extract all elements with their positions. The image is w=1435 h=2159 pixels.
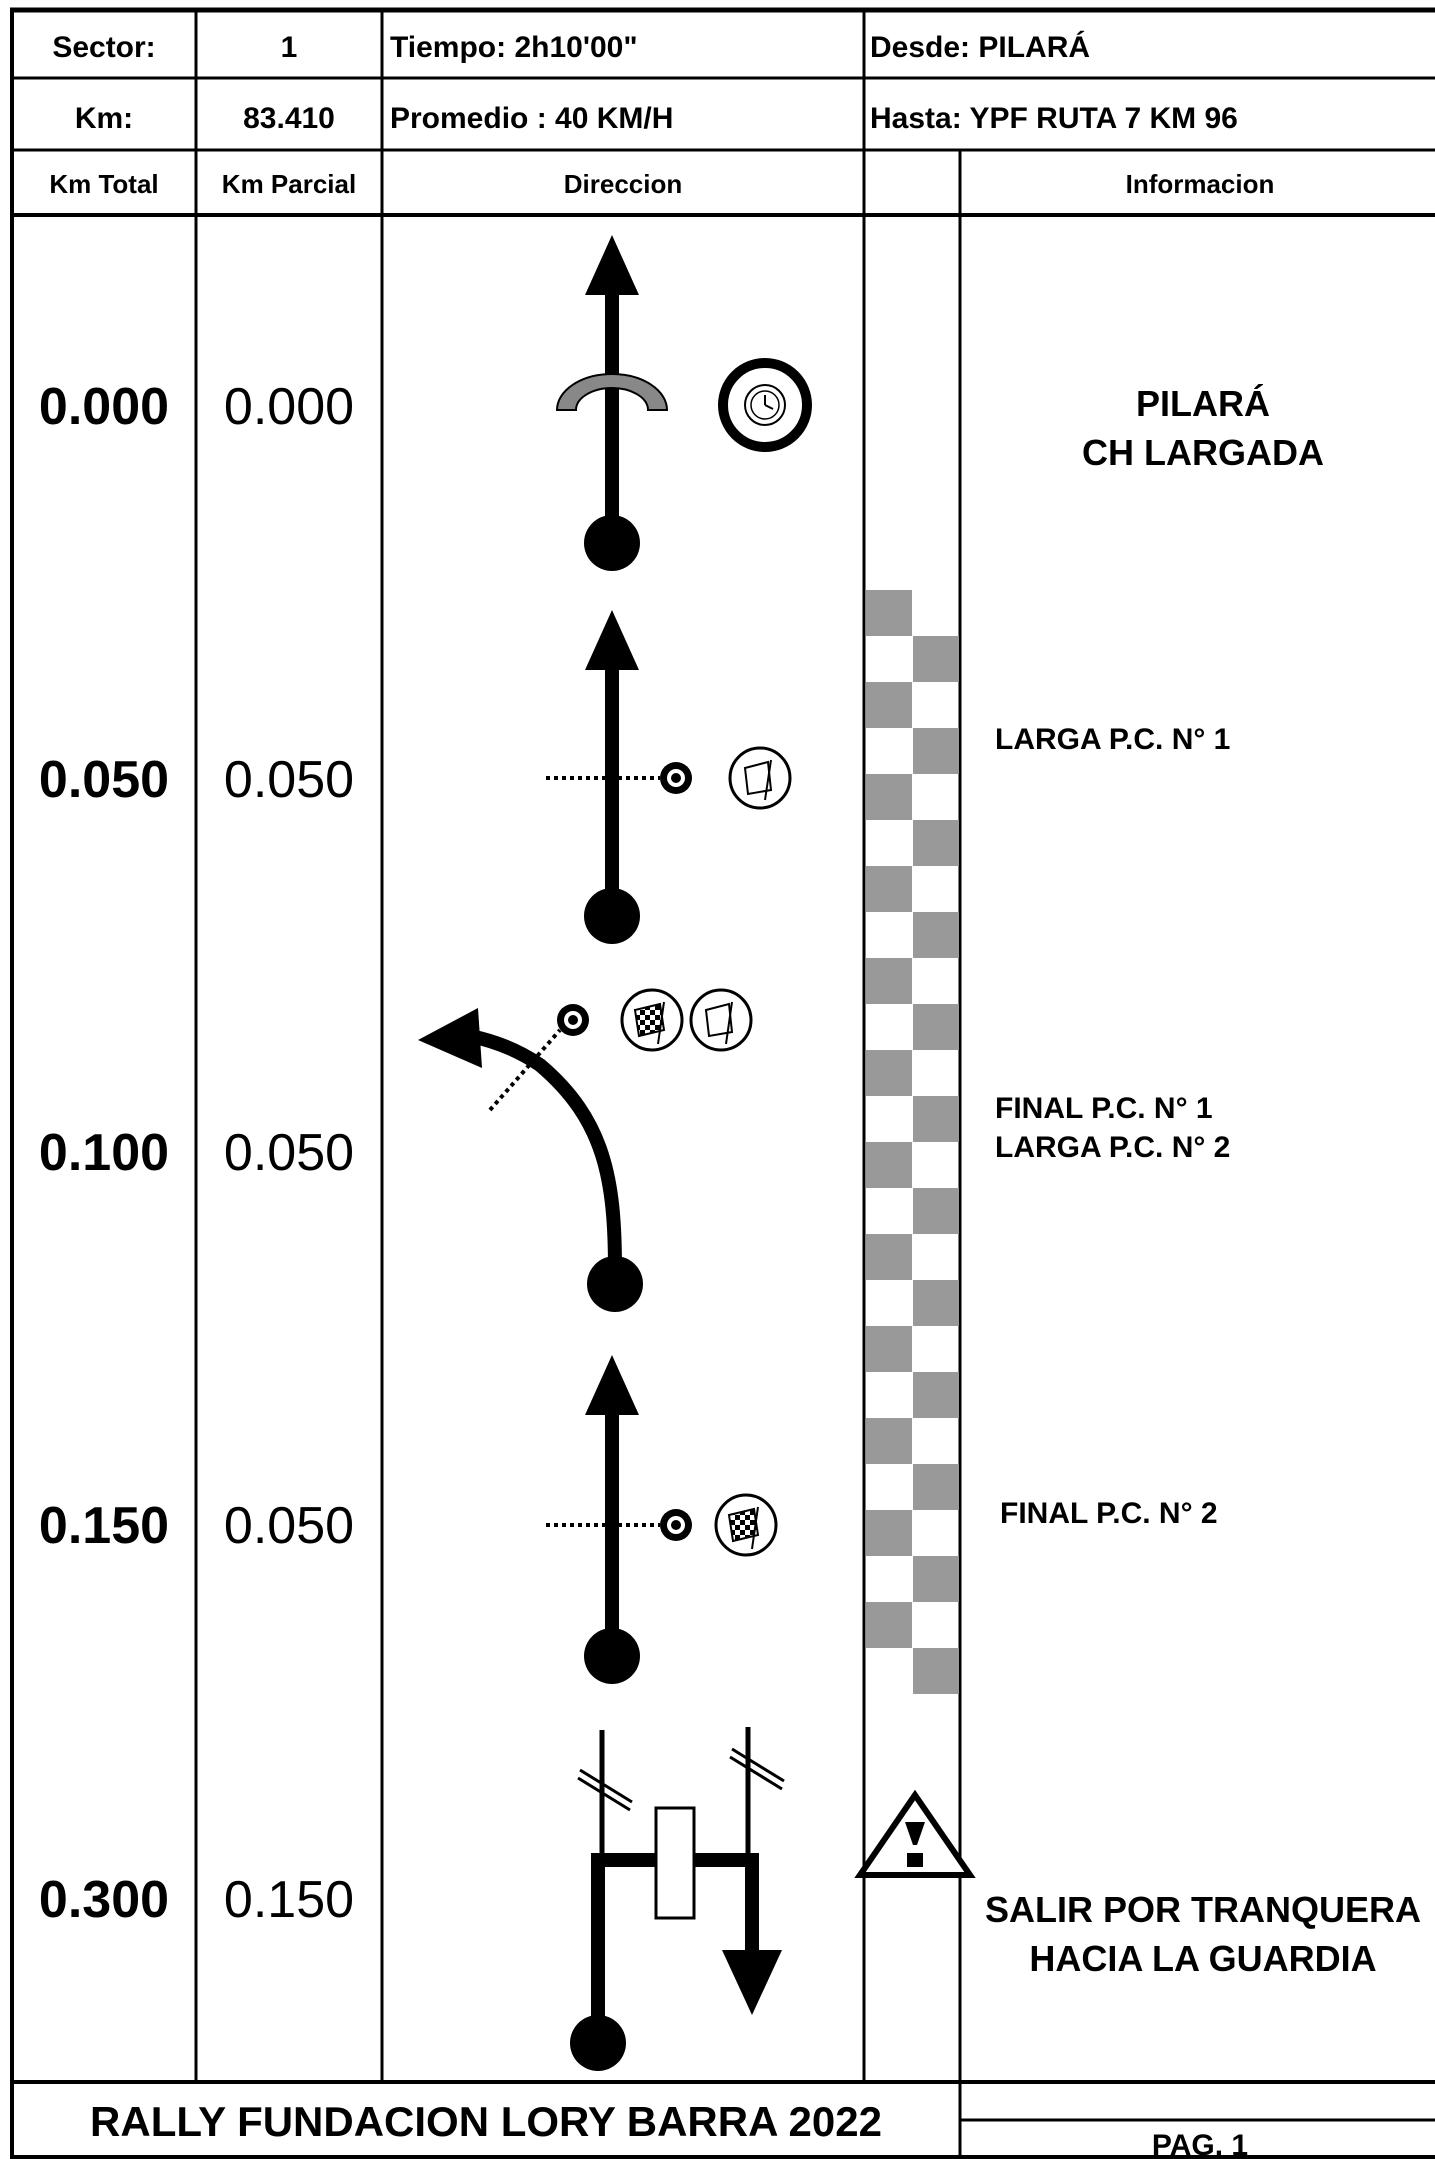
- col-km-parcial: Km Parcial: [222, 169, 356, 199]
- gate-exit-arrow-icon: [570, 1727, 785, 2071]
- sector-value: 1: [281, 31, 298, 64]
- km-value: 83.410: [243, 102, 335, 135]
- checker-square: [913, 1556, 959, 1602]
- row-km-total: 0.000: [39, 378, 169, 436]
- row-info-line1: PILARÁ: [1136, 383, 1270, 424]
- checker-square: [913, 1464, 959, 1510]
- straight-arrow-icon: [584, 1355, 640, 1684]
- row-km-total: 0.050: [39, 751, 169, 809]
- row-km-parcial: 0.050: [224, 1497, 354, 1555]
- checker-square: [913, 912, 959, 958]
- row-info-line1: FINAL P.C. N° 2: [1000, 1497, 1218, 1530]
- row-4: 0.150 0.050 FINAL P.C. N° 2: [39, 1497, 1218, 1555]
- checker-square: [866, 1234, 912, 1280]
- footer-title: RALLY FUNDACION LORY BARRA 2022: [90, 2098, 882, 2145]
- warning-triangle-icon: [854, 1789, 976, 1878]
- checker-square: [866, 866, 912, 912]
- bridge-arc-icon: [555, 373, 669, 411]
- checkered-flag-icon: [714, 1493, 778, 1557]
- row-info-line2: CH LARGADA: [1082, 432, 1324, 473]
- row-info-line2: HACIA LA GUARDIA: [1029, 1938, 1376, 1979]
- checker-square: [913, 1004, 959, 1050]
- checker-square: [866, 682, 912, 728]
- checkered-flag-icon: [620, 988, 684, 1052]
- checker-square: [913, 1372, 959, 1418]
- row-km-parcial: 0.050: [224, 751, 354, 809]
- row-km-parcial: 0.000: [224, 378, 354, 436]
- start-flag-icon: [689, 988, 753, 1052]
- row-km-parcial: 0.150: [224, 1871, 354, 1929]
- row-km-total: 0.300: [39, 1871, 169, 1929]
- curved-left-arrow-icon: [418, 1004, 643, 1312]
- row-km-total: 0.100: [39, 1124, 169, 1182]
- checker-square: [913, 636, 959, 682]
- checker-square: [866, 958, 912, 1004]
- table-grid: [10, 7, 1435, 2159]
- sector-label: Sector:: [52, 31, 155, 64]
- checker-square: [866, 1326, 912, 1372]
- checker-square: [866, 774, 912, 820]
- start-flag-icon: [728, 746, 792, 810]
- row-info-line1: FINAL P.C. N° 1: [995, 1092, 1213, 1125]
- checker-square: [866, 590, 912, 636]
- row-2: 0.050 0.050 LARGA P.C. N° 1: [39, 723, 1230, 809]
- hasta-field: Hasta: YPF RUTA 7 KM 96: [870, 102, 1238, 135]
- checker-square: [913, 1096, 959, 1142]
- checker-square: [913, 1188, 959, 1234]
- checkered-strip: [866, 590, 959, 1694]
- desde-field: Desde: PILARÁ: [870, 30, 1090, 64]
- checker-square: [866, 1418, 912, 1464]
- straight-arrow-icon: [584, 610, 640, 944]
- checker-square: [866, 1142, 912, 1188]
- row-3: 0.100 0.050 FINAL P.C. N° 1 LARGA P.C. N…: [39, 1092, 1230, 1182]
- row-info-line1: LARGA P.C. N° 1: [995, 723, 1230, 756]
- promedio-field: Promedio : 40 KM/H: [390, 102, 673, 135]
- straight-arrow-icon: [584, 235, 640, 571]
- checker-square: [913, 728, 959, 774]
- time-control-icon: [718, 358, 812, 452]
- row-info-line2: LARGA P.C. N° 2: [995, 1131, 1230, 1164]
- row-km-parcial: 0.050: [224, 1124, 354, 1182]
- dotted-side-road-icon: [546, 762, 692, 794]
- dotted-side-road-icon: [546, 1509, 692, 1541]
- row-5: 0.300 0.150 SALIR POR TRANQUERA HACIA LA…: [39, 1871, 1421, 1979]
- row-km-total: 0.150: [39, 1497, 169, 1555]
- checker-square: [913, 820, 959, 866]
- page-number: PAG. 1: [1152, 2129, 1248, 2159]
- checker-square: [913, 1280, 959, 1326]
- row-1: 0.000 0.000 PILARÁ CH LARGADA: [39, 378, 1324, 473]
- col-informacion: Informacion: [1126, 169, 1275, 199]
- checker-square: [866, 1602, 912, 1648]
- km-label: Km:: [75, 102, 133, 135]
- checker-square: [866, 1510, 912, 1556]
- checker-square: [866, 1050, 912, 1096]
- col-direccion: Direccion: [564, 169, 683, 199]
- col-km-total: Km Total: [49, 169, 158, 199]
- tiempo-field: Tiempo: 2h10'00": [390, 31, 638, 64]
- row-info-line1: SALIR POR TRANQUERA: [985, 1889, 1421, 1930]
- checker-square: [913, 1648, 959, 1694]
